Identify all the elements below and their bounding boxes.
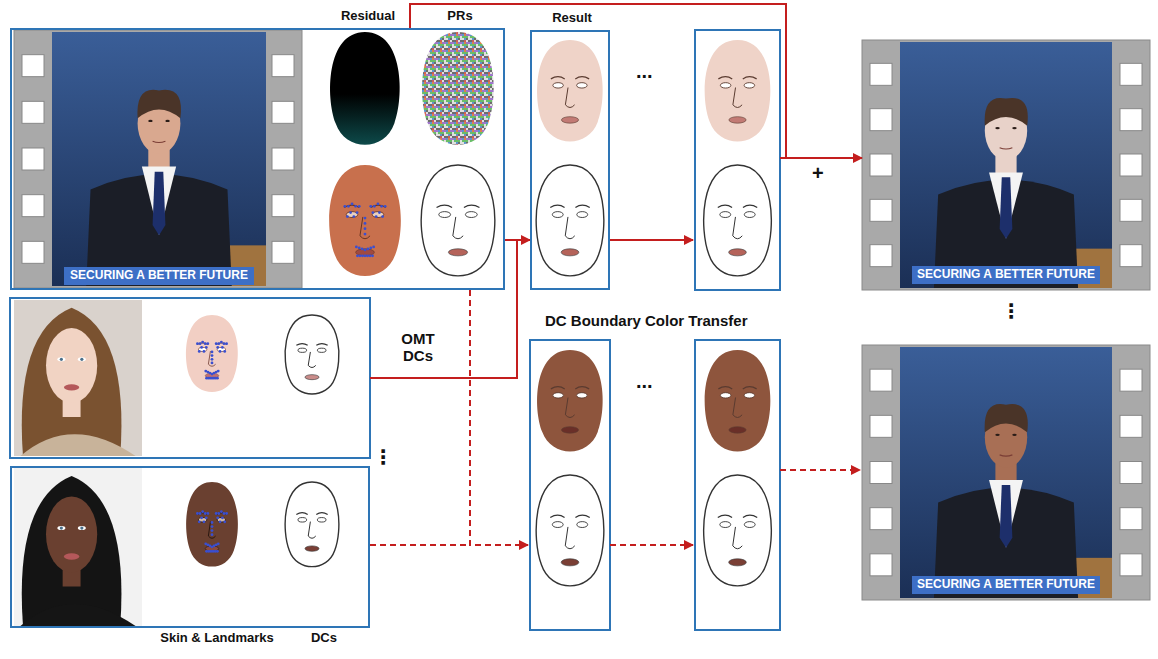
flow-line [470,290,528,545]
flow-line [610,239,693,241]
ellipsis-mark: ... [636,370,653,393]
flow-line [370,544,470,546]
output-frame: SECURING A BETTER FUTURE [862,40,1150,290]
flow-line [780,469,860,471]
target-panel: Skin & LandmarksDCs [10,466,370,628]
plus-sign: + [810,163,826,183]
column-heading: Result [532,11,612,26]
vertical-ellipsis: ⋮ [1001,300,1021,323]
flow-arrow [505,239,530,241]
output-frame: SECURING A BETTER FUTURE [862,345,1150,600]
stage-title: DC Boundary Color Transfer [545,312,748,329]
illustration-group [10,30,1150,630]
video-frame: SECURING A BETTER FUTURE [52,30,266,288]
banner-text: SECURING A BETTER FUTURE [912,266,1100,284]
flow-line [370,241,517,378]
source-panel: SECURING A BETTER FUTUREResidualPRs [10,28,505,290]
image-heading: PRs [432,9,488,24]
flow-line [610,544,693,546]
column-caption: DCs [284,631,364,646]
column-caption: Skin & Landmarks [142,631,292,646]
method-label: OMT DCs [392,330,444,365]
ellipsis-mark: ... [636,60,653,83]
banner-text: SECURING A BETTER FUTURE [912,576,1100,594]
result-column: Result [530,30,610,290]
vertical-ellipsis: ⋮ [373,446,393,469]
banner-text: SECURING A BETTER FUTURE [64,267,254,285]
image-heading: Residual [332,9,404,24]
